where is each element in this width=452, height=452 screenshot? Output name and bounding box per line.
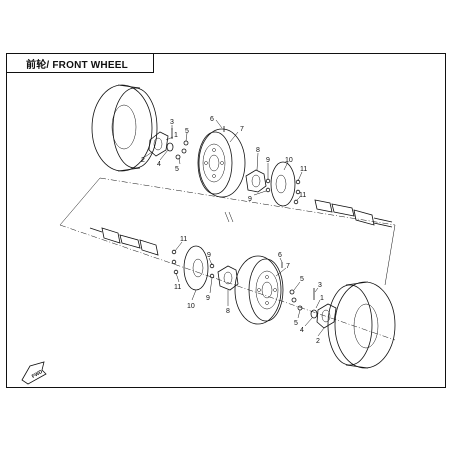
- callout-3-upper: 3: [170, 119, 174, 126]
- lower-nut: [310, 309, 318, 319]
- lower-bolt-11c: [173, 269, 179, 275]
- upper-rim: [197, 128, 246, 198]
- upper-drive-shaft: [314, 199, 393, 228]
- callout-8-upper: 8: [256, 147, 260, 154]
- callout-6-upper: 6: [210, 116, 214, 123]
- callout-7-upper: 7: [240, 126, 244, 133]
- callout-11b-lower: 11: [174, 284, 181, 291]
- lower-hub-cap: [316, 303, 337, 329]
- callout-5a-lower: 5: [300, 276, 304, 283]
- callout-11b-upper: 11: [299, 192, 306, 199]
- lower-bolt-11b: [171, 259, 177, 265]
- break-mark-a: [224, 211, 230, 223]
- upper-hub-cap: [148, 131, 169, 157]
- lower-bolt-11a: [171, 249, 177, 255]
- axis-connector-left: [59, 177, 101, 226]
- callout-3-lower: 3: [318, 282, 322, 289]
- forward-arrow-label: FWD: [31, 369, 44, 380]
- callout-1-upper: 1: [174, 132, 178, 139]
- lower-brake-disc: [183, 245, 209, 291]
- upper-lug-nut-b: [181, 148, 187, 154]
- upper-lug-nut-c: [175, 154, 181, 160]
- callout-5b-lower: 5: [294, 320, 298, 327]
- upper-wheel-hub: [245, 169, 267, 193]
- title-box: [6, 53, 154, 73]
- lower-lug-nut-b: [291, 297, 297, 303]
- upper-axis-line: [99, 177, 396, 226]
- upper-lug-nut-a: [183, 140, 189, 146]
- upper-nut: [166, 142, 174, 152]
- upper-bolt-11a: [295, 179, 301, 185]
- lower-bolt-9b: [209, 273, 215, 279]
- lower-rim: [234, 255, 284, 325]
- lower-drive-shaft: [89, 227, 159, 256]
- forward-arrow-icon: FWD: [21, 361, 47, 385]
- callout-9a-lower: 9: [207, 252, 211, 259]
- axis-connector-right: [384, 224, 396, 286]
- upper-tire: [91, 84, 158, 172]
- callout-11a-upper: 11: [300, 166, 307, 173]
- callout-2-lower: 2: [316, 338, 320, 345]
- upper-bolt-11b: [295, 189, 301, 195]
- callout-4-lower: 4: [300, 327, 304, 334]
- lower-lug-nut-a: [289, 289, 295, 295]
- callout-1-lower: 1: [320, 295, 324, 302]
- break-mark-b: [228, 211, 234, 223]
- lower-wheel-hub: [217, 265, 239, 291]
- lower-tire: [327, 281, 396, 369]
- upper-bolt-9b: [265, 187, 271, 193]
- upper-leader-lines: [144, 119, 303, 201]
- callout-10-upper: 10: [285, 157, 293, 164]
- callout-10-lower: 10: [187, 303, 195, 310]
- callout-9b-upper: 9: [248, 196, 252, 203]
- upper-brake-disc: [270, 161, 296, 207]
- callout-6-lower: 6: [278, 252, 282, 259]
- callout-9a-upper: 9: [266, 157, 270, 164]
- diagram-title: 前轮/ FRONT WHEEL: [26, 60, 128, 71]
- upper-bolt-11c: [293, 199, 299, 205]
- callout-5a-upper: 5: [185, 128, 189, 135]
- callout-2-upper: 2: [141, 157, 145, 164]
- upper-bolt-9a: [265, 178, 271, 184]
- callout-5b-upper: 5: [175, 166, 179, 173]
- callout-4-upper: 4: [157, 161, 161, 168]
- lower-bolt-9a: [209, 263, 215, 269]
- callout-9b-lower: 9: [206, 295, 210, 302]
- callout-11a-lower: 11: [180, 236, 187, 243]
- lower-axis-line: [59, 224, 396, 341]
- lower-leader-lines: [174, 241, 325, 337]
- diagram-frame: [6, 53, 446, 388]
- callout-8-lower: 8: [226, 308, 230, 315]
- callout-7-lower: 7: [286, 263, 290, 270]
